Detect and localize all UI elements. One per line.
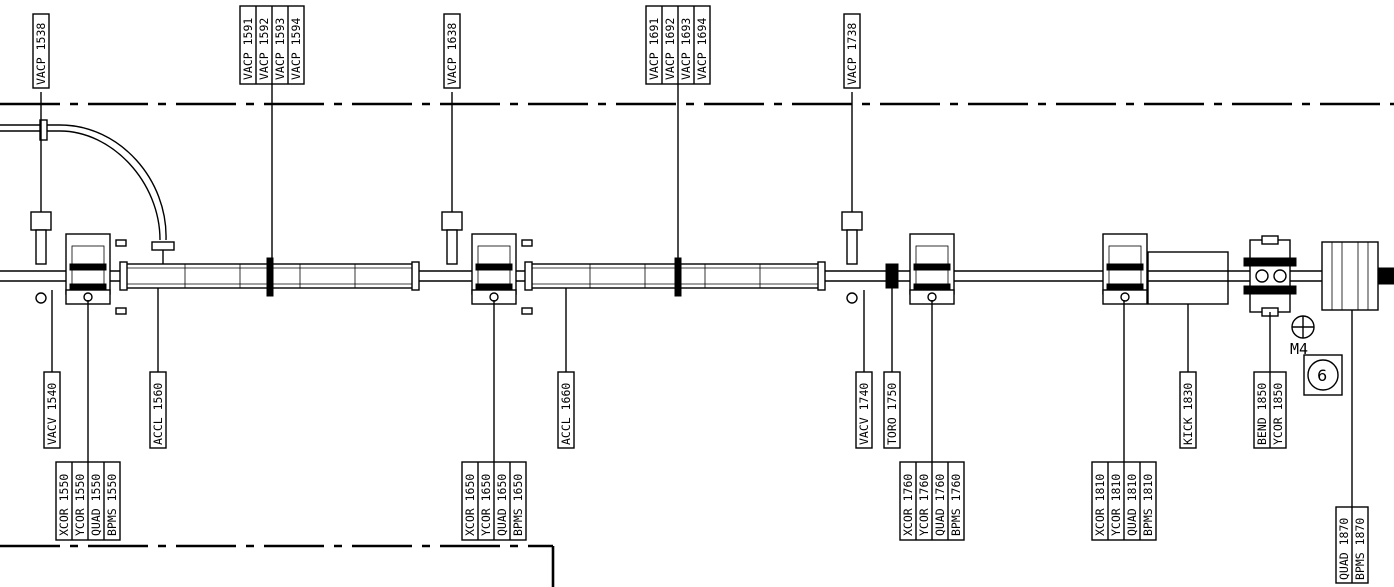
- tag-text: VACP 1591: [241, 18, 255, 80]
- tag-bend-ycor-1850: BEND 1850 YCOR 1850: [1253, 371, 1287, 449]
- tag-text: VACP 1693: [679, 18, 693, 80]
- tag-text: YCOR 1550: [73, 474, 87, 536]
- tag-text: VACV 1540: [45, 383, 59, 445]
- tag-vacp-1591-1594: VACP 1591 VACP 1592 VACP 1593 VACP 1594: [239, 5, 305, 85]
- tag-text: VACP 1538: [34, 23, 48, 85]
- tag-group-1760: XCOR 1760 YCOR 1760 QUAD 1760 BPMS 1760: [899, 461, 965, 541]
- tag-kick-1830: KICK 1830: [1179, 371, 1197, 449]
- accelerator-section-2: [524, 257, 826, 297]
- tag-text: KICK 1830: [1181, 383, 1195, 445]
- tag-vacp-1538: VACP 1538: [32, 13, 50, 89]
- vacuum-bypass-line: [0, 119, 175, 271]
- tag-text: XCOR 1650: [463, 474, 477, 536]
- tag-text: VACP 1691: [647, 18, 661, 80]
- tag-text: QUAD 1550: [89, 474, 103, 536]
- toroid-1750: [885, 263, 899, 289]
- tag-text: VACP 1593: [273, 18, 287, 80]
- tag-accl-1560: ACCL 1560: [149, 371, 167, 449]
- tag-text: BPMS 1550: [105, 474, 119, 536]
- tag-group-1550: XCOR 1550 YCOR 1550 QUAD 1550 BPMS 1550: [55, 461, 121, 541]
- tag-text: BPMS 1760: [949, 474, 963, 536]
- quad-magnet-1760: [909, 233, 955, 305]
- tag-text: ACCL 1660: [559, 383, 573, 445]
- vacuum-pump-1738: [841, 92, 863, 304]
- bend-magnet-1850: [1243, 235, 1297, 317]
- tag-text: VACP 1638: [445, 23, 459, 85]
- kicker-magnet: [1147, 251, 1229, 305]
- crosshair-marker-icon: [1291, 315, 1315, 339]
- vacuum-pump-1638: [441, 92, 463, 265]
- tag-vacv-1540: VACV 1540: [43, 371, 61, 449]
- tag-text: QUAD 1810: [1125, 474, 1139, 536]
- quad-magnet-1550: [65, 233, 127, 315]
- tag-text: YCOR 1650: [479, 474, 493, 536]
- tag-text: QUAD 1870: [1337, 518, 1351, 580]
- tag-vacp-1638: VACP 1638: [443, 13, 461, 89]
- tag-vacp-1691-1694: VACP 1691 VACP 1692 VACP 1693 VACP 1694: [645, 5, 711, 85]
- tag-text: YCOR 1850: [1271, 383, 1285, 445]
- tag-text: TORO 1750: [885, 383, 899, 445]
- circled-number-text: 6: [1317, 366, 1327, 385]
- tag-text: VACP 1592: [257, 18, 271, 80]
- vacuum-pump-1538: [30, 92, 52, 304]
- accelerator-section-1: [119, 257, 420, 297]
- tag-toro-1750: TORO 1750: [883, 371, 901, 449]
- tag-group-1870: QUAD 1870 BPMS 1870: [1335, 506, 1369, 584]
- tag-text: VACP 1738: [845, 23, 859, 85]
- tag-vacv-1740: VACV 1740: [855, 371, 873, 449]
- tag-vacp-1738: VACP 1738: [843, 13, 861, 89]
- tag-text: XCOR 1760: [901, 474, 915, 536]
- tag-group-1810: XCOR 1810 YCOR 1810 QUAD 1810 BPMS 1810: [1091, 461, 1157, 541]
- tag-group-1650: XCOR 1650 YCOR 1650 QUAD 1650 BPMS 1650: [461, 461, 527, 541]
- tag-text: BPMS 1870: [1353, 518, 1367, 580]
- tag-text: BPMS 1650: [511, 474, 525, 536]
- tag-text: QUAD 1760: [933, 474, 947, 536]
- circled-number-badge: 6: [1303, 354, 1343, 396]
- tag-text: XCOR 1550: [57, 474, 71, 536]
- tag-text: BPMS 1810: [1141, 474, 1155, 536]
- tag-text: VACP 1694: [695, 18, 709, 80]
- quad-magnet-1870: [1321, 241, 1394, 311]
- leader-lines: [51, 84, 1353, 507]
- tag-text: QUAD 1650: [495, 474, 509, 536]
- tag-text: VACV 1740: [857, 383, 871, 445]
- quad-magnet-1810: [1102, 233, 1148, 305]
- marker-label: M4: [1290, 340, 1308, 358]
- tag-text: VACP 1692: [663, 18, 677, 80]
- tag-text: YCOR 1760: [917, 474, 931, 536]
- quad-magnet-1650: [471, 233, 533, 315]
- tag-text: VACP 1594: [289, 18, 303, 80]
- tag-text: BEND 1850: [1255, 383, 1269, 445]
- tag-text: ACCL 1560: [151, 383, 165, 445]
- tag-text: XCOR 1810: [1093, 474, 1107, 536]
- tag-accl-1660: ACCL 1660: [557, 371, 575, 449]
- tag-text: YCOR 1810: [1109, 474, 1123, 536]
